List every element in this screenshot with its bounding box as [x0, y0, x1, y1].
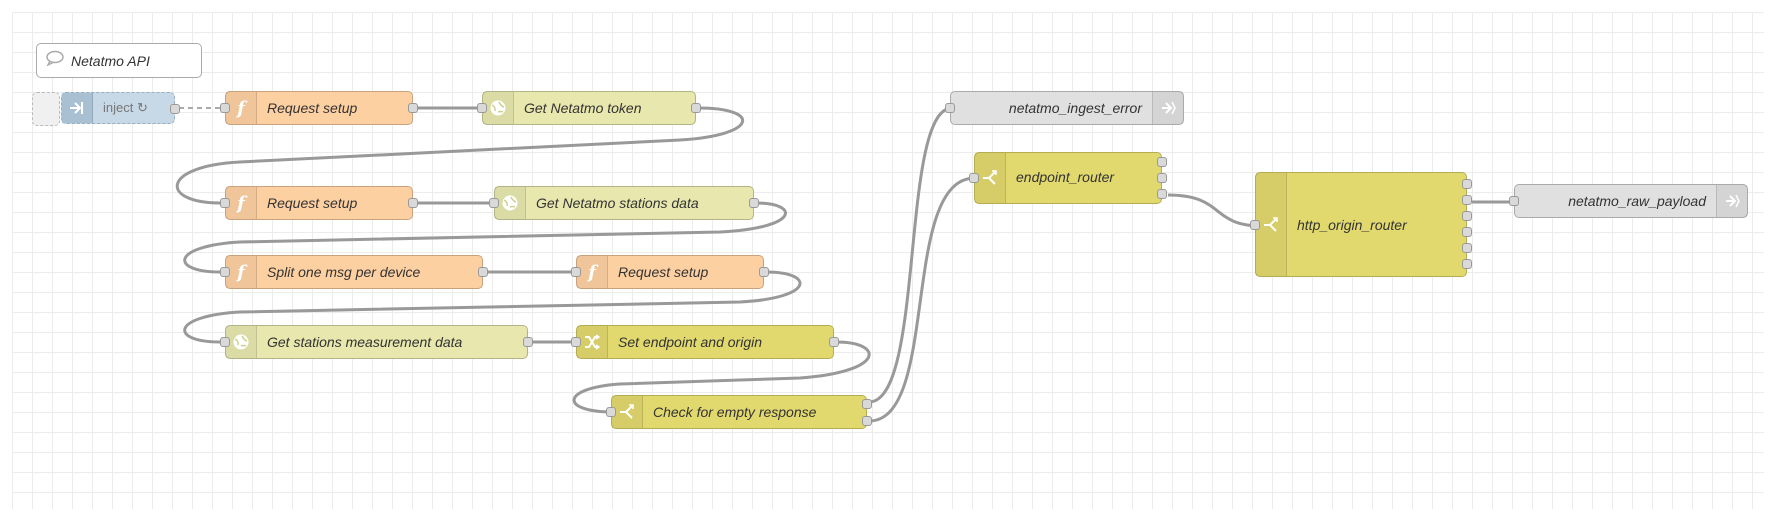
inject-arrow-icon — [62, 93, 93, 123]
function-icon: f — [577, 256, 608, 288]
link-out-node-ingest-error[interactable]: netatmo_ingest_error — [945, 91, 1184, 125]
switch-node-http-origin-router[interactable]: http_origin_router — [1250, 172, 1472, 277]
input-port[interactable] — [571, 267, 581, 277]
output-port-2[interactable] — [862, 416, 872, 426]
switch-icon — [1256, 173, 1287, 276]
node-label: Split one msg per device — [267, 264, 421, 280]
wire-set-endpoint-to-check-empty[interactable] — [572, 340, 871, 414]
globe-icon — [483, 92, 514, 124]
switch-node-check-empty[interactable]: Check for empty response — [606, 395, 872, 429]
input-port[interactable] — [489, 198, 499, 208]
output-port[interactable] — [523, 337, 533, 347]
node-label: netatmo_raw_payload — [1568, 193, 1706, 209]
comment-node[interactable]: Netatmo API — [36, 43, 202, 78]
function-node-request-setup-3[interactable]: f Request setup — [571, 255, 769, 289]
node-label: http_origin_router — [1297, 216, 1407, 233]
comment-label: Netatmo API — [71, 52, 150, 69]
function-icon: f — [226, 92, 257, 124]
output-port[interactable] — [478, 267, 488, 277]
wire-get-token-to-request-setup-2[interactable] — [175, 106, 745, 205]
input-port[interactable] — [220, 267, 230, 277]
function-icon: f — [226, 187, 257, 219]
input-port[interactable] — [969, 173, 979, 183]
output-port-6[interactable] — [1462, 259, 1472, 269]
globe-icon — [495, 187, 526, 219]
output-port-3[interactable] — [1157, 189, 1167, 199]
output-port-1[interactable] — [1462, 179, 1472, 189]
switch-node-endpoint-router[interactable]: endpoint_router — [969, 152, 1167, 204]
function-icon: f — [226, 256, 257, 288]
node-label: Get Netatmo stations data — [536, 195, 699, 211]
inject-label: inject ↻ — [103, 100, 148, 115]
wire-check-empty-to-endpoint-router[interactable] — [868, 176, 976, 423]
http-request-node-get-measurement[interactable]: Get stations measurement data — [220, 325, 533, 359]
http-request-node-get-token[interactable]: Get Netatmo token — [477, 91, 701, 125]
change-icon — [577, 326, 608, 358]
link-out-icon — [1716, 185, 1747, 217]
node-label: Get Netatmo token — [524, 100, 642, 116]
output-port-5[interactable] — [1462, 243, 1472, 253]
output-port[interactable] — [691, 103, 701, 113]
comment-bubble-icon — [45, 50, 65, 71]
output-port-1[interactable] — [1157, 157, 1167, 167]
input-port[interactable] — [220, 198, 230, 208]
input-port[interactable] — [1509, 196, 1519, 206]
http-request-node-get-stations[interactable]: Get Netatmo stations data — [489, 186, 759, 220]
node-label: netatmo_ingest_error — [1008, 100, 1142, 116]
output-port[interactable] — [749, 198, 759, 208]
input-port[interactable] — [477, 103, 487, 113]
globe-icon — [226, 326, 257, 358]
wire-request-setup-3-to-get-measurement[interactable] — [183, 270, 802, 344]
output-port-4[interactable] — [1462, 227, 1472, 237]
wire-get-stations-to-split[interactable] — [183, 201, 787, 274]
input-port[interactable] — [571, 337, 581, 347]
function-node-request-setup-2[interactable]: f Request setup — [220, 186, 418, 220]
node-label: Get stations measurement data — [267, 334, 463, 350]
wire-check-empty-to-ingest-error[interactable] — [868, 106, 953, 404]
inject-node[interactable]: inject ↻ — [61, 92, 180, 124]
link-out-icon — [1152, 92, 1183, 124]
node-label: Request setup — [618, 264, 709, 280]
inject-button[interactable] — [32, 92, 60, 126]
wire-endpoint-router-to-http-origin-router[interactable] — [1167, 193, 1263, 228]
function-node-split[interactable]: f Split one msg per device — [220, 255, 488, 289]
input-port[interactable] — [1250, 220, 1260, 230]
input-port[interactable] — [945, 103, 955, 113]
switch-icon — [612, 396, 643, 428]
output-port[interactable] — [170, 104, 180, 114]
switch-icon — [975, 153, 1006, 203]
change-node-set-endpoint[interactable]: Set endpoint and origin — [571, 325, 839, 359]
output-port-3[interactable] — [1462, 211, 1472, 221]
input-port[interactable] — [606, 407, 616, 417]
node-label: Check for empty response — [653, 404, 817, 420]
output-port[interactable] — [408, 103, 418, 113]
output-port[interactable] — [829, 337, 839, 347]
node-label: Set endpoint and origin — [618, 334, 762, 350]
link-out-node-raw-payload[interactable]: netatmo_raw_payload — [1509, 184, 1748, 218]
output-port-2[interactable] — [1157, 173, 1167, 183]
output-port[interactable] — [759, 267, 769, 277]
input-port[interactable] — [220, 103, 230, 113]
output-port-2[interactable] — [1462, 195, 1472, 205]
input-port[interactable] — [220, 337, 230, 347]
node-label: endpoint_router — [1016, 169, 1115, 185]
node-label: Request setup — [267, 195, 358, 211]
output-port[interactable] — [408, 198, 418, 208]
node-label: Request setup — [267, 100, 358, 116]
output-port-1[interactable] — [862, 399, 872, 409]
function-node-request-setup-1[interactable]: f Request setup — [220, 91, 418, 125]
